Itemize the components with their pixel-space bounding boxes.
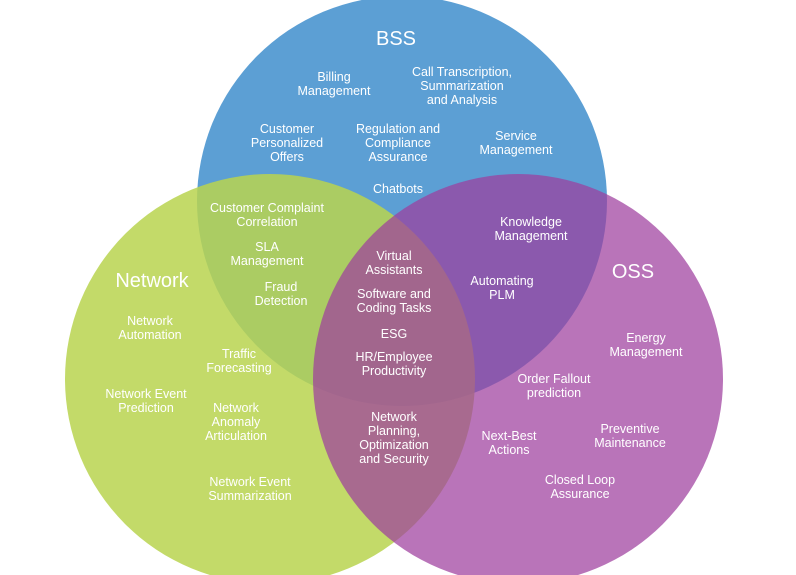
label-automating-plm: Automating PLM [470,274,534,302]
label-event-prediction: Network Event Prediction [105,387,187,415]
label-chatbots: Chatbots [372,182,424,196]
label-preventive-maintenance: Preventive Maintenance [594,422,666,450]
label-fraud-detection: Fraud Detection [254,280,308,308]
oss-circle [313,174,723,575]
oss-title: OSS [611,261,655,283]
bss-title: BSS [375,28,417,50]
label-order-fallout: Order Fallout prediction [517,372,591,400]
label-hr-productivity: HR/Employee Productivity [355,350,433,378]
label-customer-offers: Customer Personalized Offers [250,122,324,164]
label-software-coding: Software and Coding Tasks [356,287,432,315]
label-esg: ESG [380,327,408,341]
label-call-transcription: Call Transcription, Summarization and An… [411,65,513,107]
label-knowledge-management: Knowledge Management [494,215,568,243]
label-energy-management: Energy Management [609,331,683,359]
label-next-best-actions: Next-Best Actions [481,429,537,457]
label-anomaly-articulation: Network Anomaly Articulation [205,401,267,443]
label-billing-management: Billing Management [297,70,371,98]
label-event-summarization: Network Event Summarization [208,475,292,503]
label-service-management: Service Management [479,129,553,157]
label-sla-management: SLA Management [230,240,304,268]
network-title: Network [115,270,189,292]
label-network-automation: Network Automation [118,314,182,342]
label-complaint-correlation: Customer Complaint Correlation [210,201,324,229]
label-regulation-compliance: Regulation and Compliance Assurance [355,122,441,164]
label-traffic-forecasting: Traffic Forecasting [206,347,272,375]
label-virtual-assistants: Virtual Assistants [365,249,423,277]
label-closed-loop: Closed Loop Assurance [544,473,616,501]
label-network-planning: Network Planning, Optimization and Secur… [359,410,429,466]
